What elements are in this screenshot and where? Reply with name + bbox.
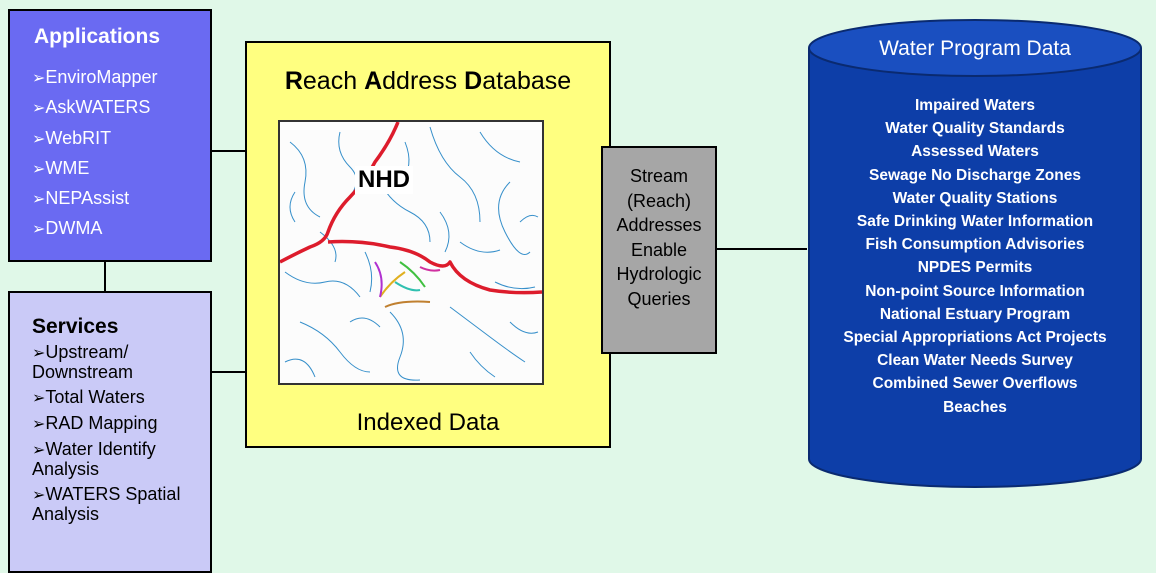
- stream-text-line: Queries: [627, 288, 691, 309]
- arrowhead-bullet-icon: ➢: [32, 191, 46, 209]
- list-item[interactable]: ➢WATERS Spatial Analysis: [32, 485, 212, 524]
- rad-title: Reach Address Database: [247, 67, 609, 96]
- list-item[interactable]: ➢Water Identify Analysis: [32, 440, 212, 479]
- service-label: WATERS Spatial Analysis: [32, 484, 181, 524]
- application-label: EnviroMapper: [45, 67, 158, 87]
- list-item[interactable]: ➢DWMA: [32, 214, 157, 244]
- cylinder-shape: [808, 19, 1142, 488]
- application-label: DWMA: [45, 218, 103, 239]
- arrowhead-bullet-icon: ➢: [32, 100, 46, 118]
- rad-title-initial: D: [464, 67, 483, 95]
- list-item[interactable]: ➢EnviroMapper: [32, 63, 157, 93]
- water-program-title: Water Program Data: [879, 37, 1071, 60]
- list-item[interactable]: Clean Water Needs Survey: [877, 352, 1073, 370]
- arrowhead-bullet-icon: ➢: [32, 487, 46, 504]
- service-label: Total Waters: [45, 387, 145, 407]
- services-box: Services ➢Upstream/ Downstream ➢Total Wa…: [8, 291, 212, 573]
- list-item[interactable]: ➢Total Waters: [32, 388, 212, 408]
- stream-text-line: Enable: [630, 239, 688, 260]
- list-item[interactable]: ➢RAD Mapping: [32, 414, 212, 434]
- service-label: Upstream/ Downstream: [32, 342, 134, 382]
- stream-text-line: (Reach): [626, 190, 692, 211]
- nhd-label: NHD: [355, 166, 413, 194]
- arrowhead-bullet-icon: ➢: [32, 130, 46, 148]
- connector-services-rad: [212, 371, 245, 373]
- rad-title-word: ddress: [382, 67, 465, 95]
- water-program-data-cylinder: Water Program Data Impaired Waters Water…: [807, 18, 1143, 489]
- list-item[interactable]: Fish Consumption Advisories: [865, 236, 1085, 254]
- arrowhead-bullet-icon: ➢: [32, 70, 46, 87]
- water-program-list: Impaired Waters Water Quality Standards …: [807, 94, 1143, 419]
- list-item[interactable]: Assessed Waters: [911, 143, 1039, 161]
- rad-title-initial: R: [284, 67, 303, 95]
- arrowhead-bullet-icon: ➢: [32, 160, 46, 178]
- applications-title: Applications: [34, 25, 161, 48]
- rad-title-word: atabase: [482, 67, 572, 95]
- application-label: WebRIT: [45, 127, 112, 148]
- list-item[interactable]: Water Quality Standards: [885, 120, 1065, 138]
- list-item[interactable]: ➢WME: [32, 154, 157, 184]
- list-item[interactable]: Impaired Waters: [914, 97, 1036, 114]
- list-item[interactable]: Sewage No Discharge Zones: [869, 166, 1081, 184]
- list-item[interactable]: Water Quality Stations: [892, 189, 1058, 207]
- list-item[interactable]: ➢NEPAssist: [32, 184, 157, 214]
- service-label: Water Identify Analysis: [32, 439, 156, 479]
- rad-title-initial: A: [364, 67, 383, 95]
- applications-box: Applications ➢EnviroMapper ➢AskWATERS ➢W…: [8, 9, 212, 262]
- service-label: RAD Mapping: [45, 413, 158, 433]
- rad-title-word: each: [302, 67, 365, 95]
- stream-text-line: Hydrologic: [616, 264, 702, 284]
- indexed-data-label: Indexed Data: [356, 409, 500, 436]
- list-item[interactable]: Safe Drinking Water Information: [856, 213, 1094, 231]
- applications-list: ➢EnviroMapper ➢AskWATERS ➢WebRIT ➢WME ➢N…: [32, 63, 157, 245]
- list-item[interactable]: Beaches: [943, 398, 1007, 416]
- arrowhead-bullet-icon: ➢: [32, 442, 46, 459]
- list-item[interactable]: Special Appropriations Act Projects: [843, 329, 1107, 347]
- list-item[interactable]: Non-point Source Information: [865, 282, 1085, 300]
- stream-network-image: [280, 122, 542, 381]
- services-title: Services: [32, 315, 119, 338]
- list-item[interactable]: National Estuary Program: [879, 305, 1071, 323]
- nhd-map: NHD: [278, 120, 544, 385]
- stream-text-line: Addresses: [616, 215, 702, 235]
- stream-addresses-box: Stream (Reach) Addresses Enable Hydrolog…: [601, 146, 717, 354]
- arrowhead-bullet-icon: ➢: [32, 416, 46, 433]
- application-label: AskWATERS: [45, 97, 151, 118]
- connector-apps-services: [104, 262, 106, 291]
- list-item[interactable]: Combined Sewer Overflows: [872, 375, 1078, 393]
- connector-apps-rad: [212, 150, 245, 152]
- stream-text: Stream (Reach) Addresses Enable Hydrolog…: [603, 164, 715, 311]
- application-label: NEPAssist: [45, 188, 130, 209]
- services-list: ➢Upstream/ Downstream ➢Total Waters ➢RAD…: [32, 343, 212, 530]
- application-label: WME: [45, 157, 90, 178]
- arrowhead-bullet-icon: ➢: [32, 345, 46, 362]
- arrowhead-bullet-icon: ➢: [32, 390, 46, 407]
- list-item[interactable]: ➢AskWATERS: [32, 93, 157, 123]
- list-item[interactable]: NPDES Permits: [917, 259, 1033, 277]
- arrowhead-bullet-icon: ➢: [32, 221, 46, 239]
- list-item[interactable]: ➢Upstream/ Downstream: [32, 343, 212, 382]
- list-item[interactable]: ➢WebRIT: [32, 124, 157, 154]
- stream-text-line: Stream: [629, 166, 689, 186]
